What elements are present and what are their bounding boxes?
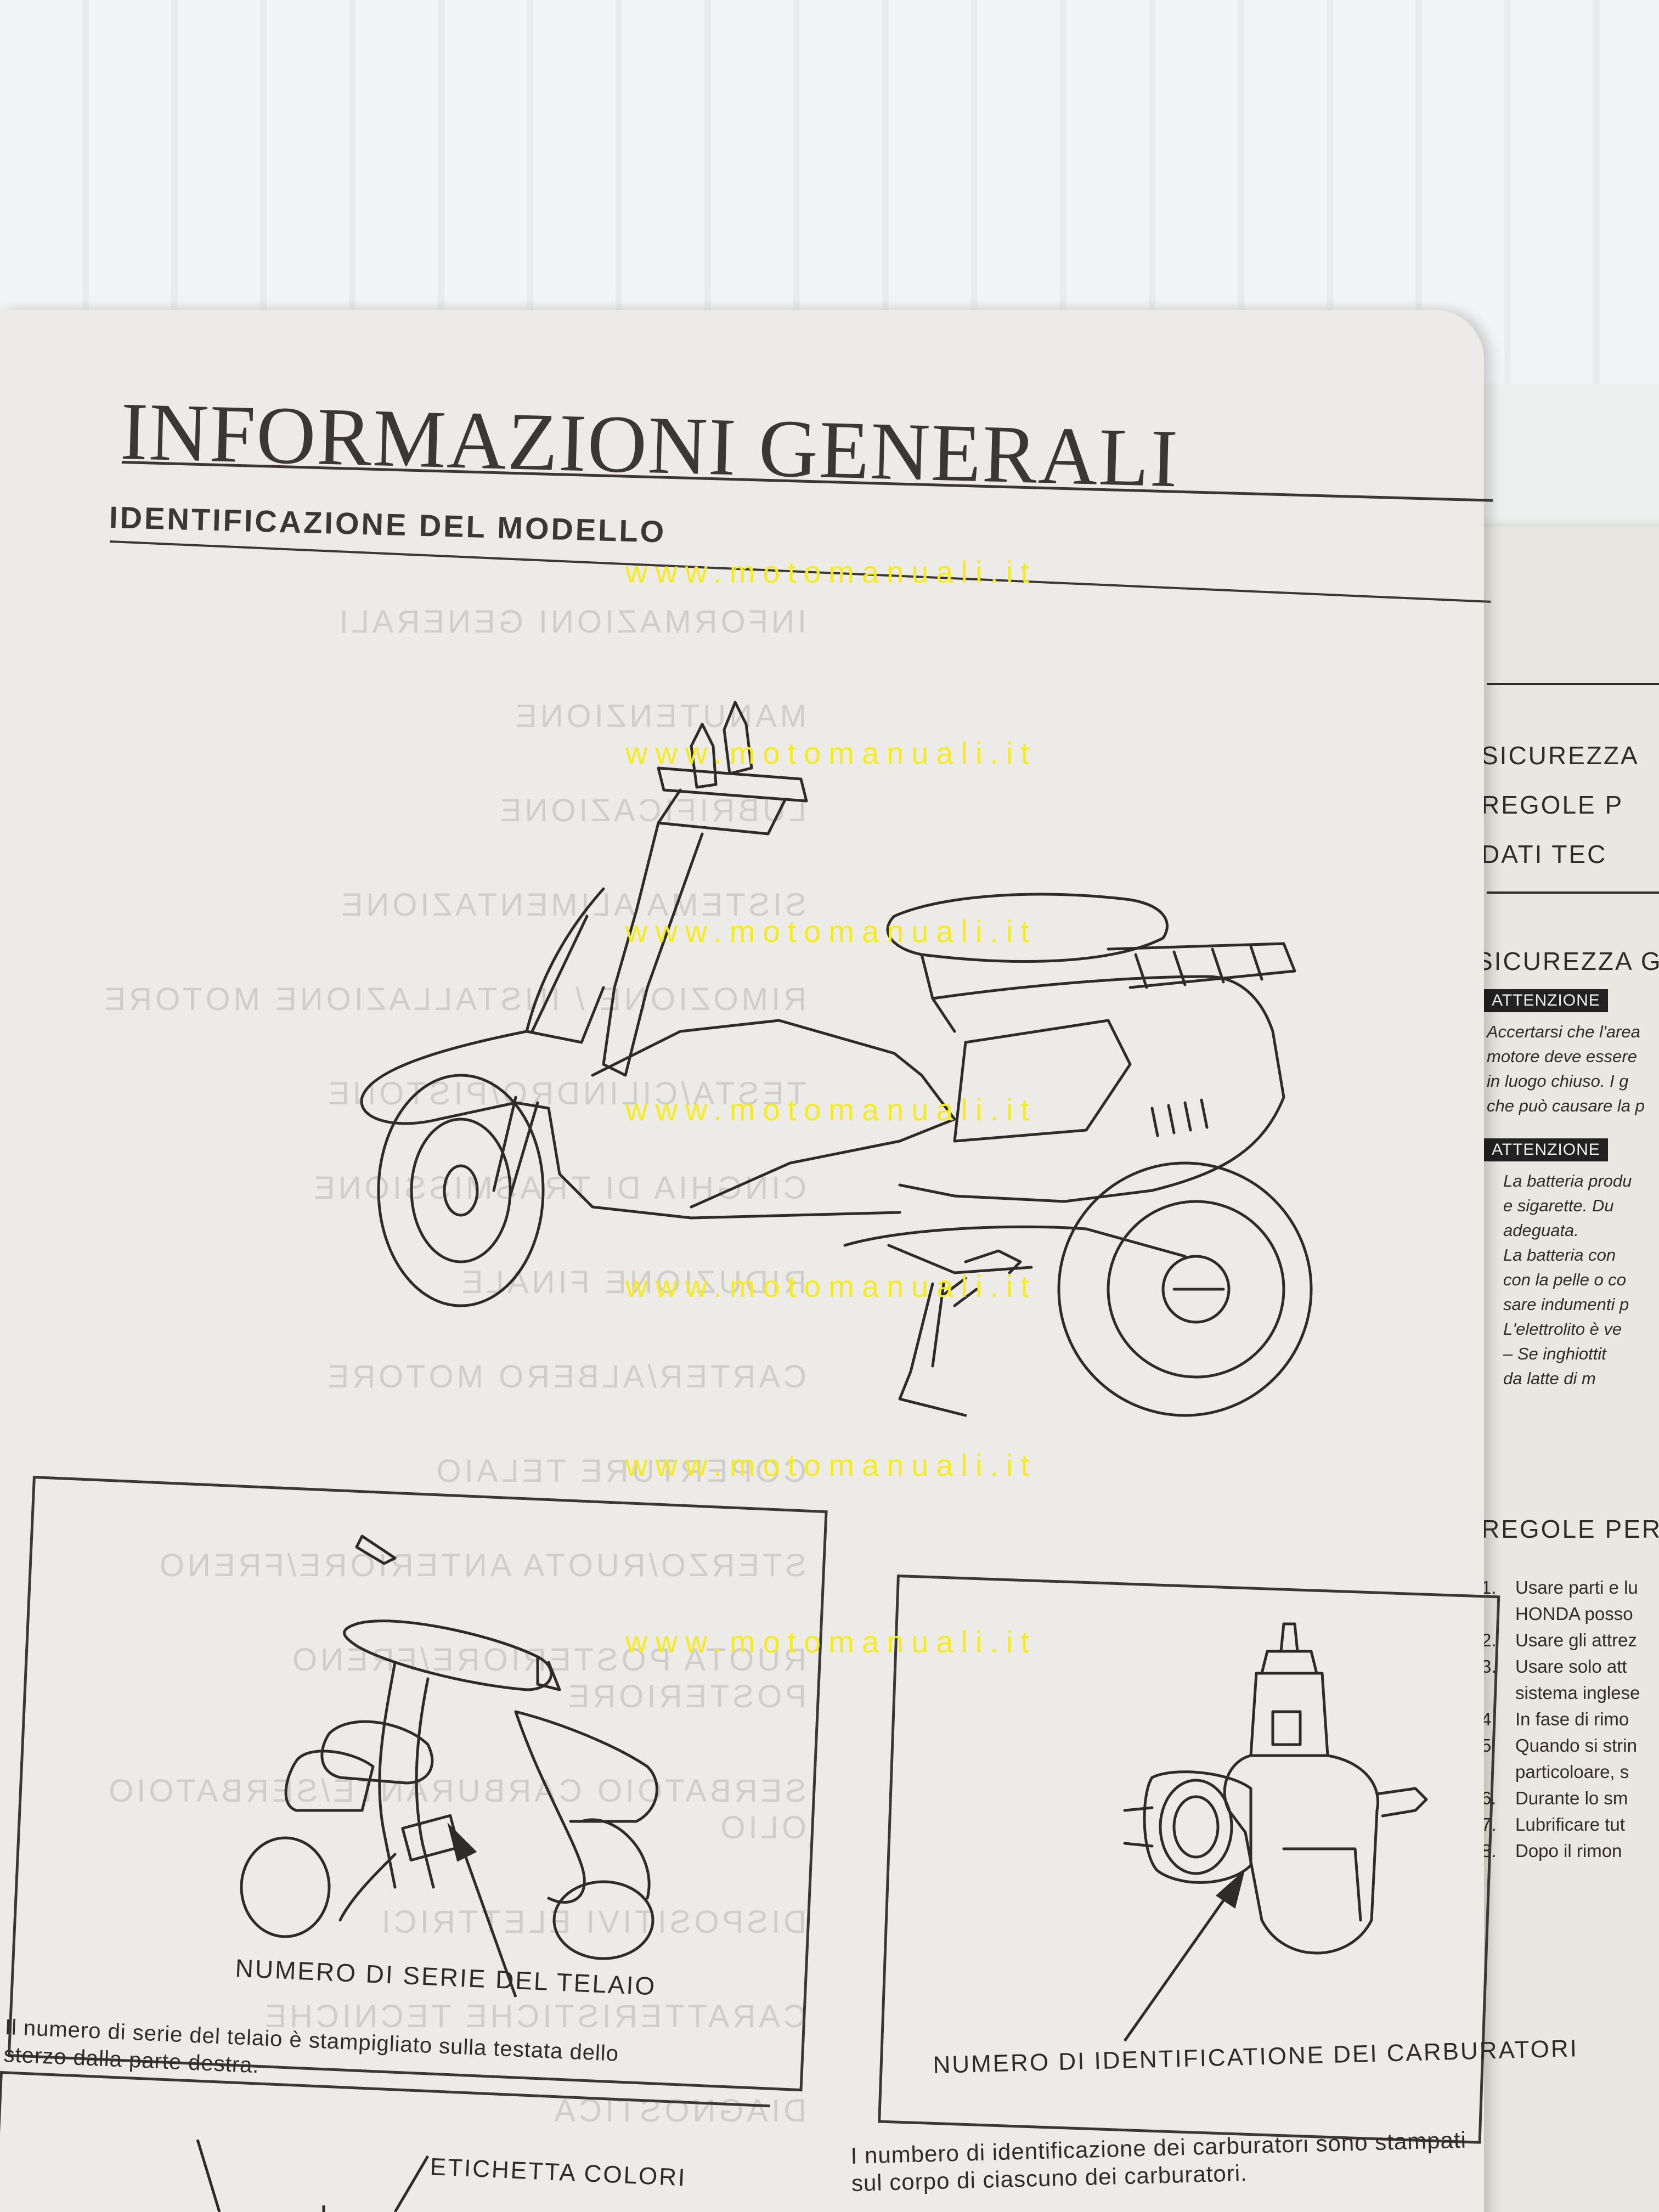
watermark: www.motomanuali.it <box>625 914 1037 949</box>
frame-number-leader-arrow <box>447 1822 517 1997</box>
warning-badge-2: ATTENZIONE <box>1484 1138 1608 1161</box>
watermark: www.motomanuali.it <box>625 555 1037 589</box>
watermark: www.motomanuali.it <box>625 1269 1037 1304</box>
warning-badge-1: ATTENZIONE <box>1484 989 1608 1012</box>
scooter-drawing <box>360 701 1313 1417</box>
rule-line: HONDA posso <box>1515 1604 1633 1624</box>
right-section-heading: SICUREZZA G <box>1476 947 1659 975</box>
carburetor-id-leader-arrow <box>1123 1869 1245 2042</box>
rule-line: 4.In fase di rimo <box>1481 1709 1629 1729</box>
rules-heading: REGOLE PER <box>1481 1515 1659 1543</box>
watermark: www.motomanuali.it <box>625 1448 1037 1482</box>
right-toc-item-2: REGOLE P <box>1481 791 1624 819</box>
rule-line: 1.Usare parti e lu <box>1481 1577 1638 1598</box>
rule-line: 3.Usare solo att <box>1481 1656 1627 1677</box>
rules-list: 1.Usare parti e lu HONDA posso 2.Usare g… <box>1481 1575 1640 1864</box>
rule-line: particoloare, s <box>1515 1762 1629 1782</box>
right-toc-item-3: DATI TEC <box>1481 840 1607 868</box>
rule-line: sistema inglese <box>1515 1683 1640 1703</box>
rule-line: 8.Dopo il rimon <box>1481 1841 1622 1861</box>
watermark: www.motomanuali.it <box>625 736 1037 770</box>
watermark: www.motomanuali.it <box>625 1624 1037 1659</box>
rule-line: 2.Usare gli attrez <box>1481 1630 1637 1650</box>
right-toc-rule <box>1487 891 1659 894</box>
ghost-index-entry: INFORMAZIONI GENERALI <box>336 604 806 640</box>
right-page-top-rule <box>1487 683 1659 685</box>
color-label-leaders <box>196 2140 430 2212</box>
rule-line: 6.Durante lo sm <box>1481 1788 1628 1808</box>
rule-line: 7.Lubrificare tut <box>1481 1814 1625 1835</box>
warning-text-2: La batteria produ e sigarette. Du adegua… <box>1503 1171 1632 1388</box>
warning-text-1: Accertarsi che l'area motore deve essere… <box>1487 1022 1645 1115</box>
carburetor-drawing <box>1123 1622 1428 1955</box>
rule-line: 5.Quando si strin <box>1481 1735 1637 1756</box>
watermark: www.motomanuali.it <box>625 1092 1037 1127</box>
right-toc-item-1: SICUREZZA <box>1481 741 1639 770</box>
frame-drawing <box>240 1534 658 1960</box>
